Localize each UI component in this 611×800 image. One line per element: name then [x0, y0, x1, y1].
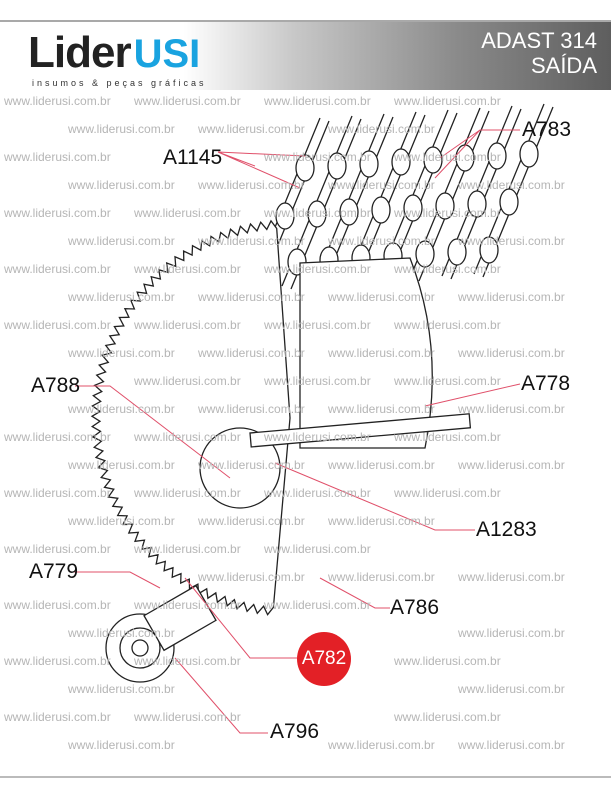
leader-lines — [72, 129, 521, 734]
section-name: SAÍDA — [530, 53, 597, 78]
roller-wheel — [403, 194, 423, 222]
logo-tagline: insumos & peças gráficas — [32, 78, 207, 88]
roller-wheel — [467, 190, 487, 218]
roller-wheel — [295, 154, 315, 182]
shaft — [249, 413, 472, 448]
roller-wheel — [499, 188, 519, 216]
header-banner: LiderUSI insumos & peças gráficas ADAST … — [0, 20, 611, 90]
logo-main: Lider — [28, 28, 132, 77]
delivery-rollers — [249, 103, 554, 292]
part-label-a782: A782 — [301, 648, 347, 669]
highlighted-part-badge[interactable]: A782 — [297, 632, 351, 686]
roller-wheel — [339, 198, 359, 226]
main-gear — [90, 219, 291, 616]
part-label-a1283: A1283 — [476, 518, 537, 541]
part-label-a788: A788 — [31, 374, 81, 397]
roller-wheel — [391, 148, 411, 176]
part-label-a786: A786 — [390, 596, 440, 619]
roller-wheel — [415, 240, 435, 268]
part-label-a779: A779 — [29, 560, 79, 583]
roller-wheel — [307, 200, 327, 228]
roller-wheel — [479, 236, 499, 264]
roller-wheel — [327, 152, 347, 180]
page-title: ADAST 314 SAÍDA — [481, 28, 597, 78]
bearing-assembly — [105, 584, 217, 683]
machine-model: ADAST 314 — [481, 28, 597, 53]
roller-wheel — [487, 142, 507, 170]
roller-wheel — [447, 238, 467, 266]
roller-wheel — [359, 150, 379, 178]
logo-accent: USI — [133, 32, 201, 76]
part-label-a1145: A1145 — [163, 146, 223, 169]
roller-wheel — [371, 196, 391, 224]
roller-wheel — [519, 140, 539, 168]
roller-wheel — [455, 144, 475, 172]
exploded-parts-diagram — [72, 103, 554, 734]
roller-wheel — [275, 202, 295, 230]
hub — [199, 427, 281, 509]
part-label-a796: A796 — [270, 720, 320, 743]
fan-plate — [299, 257, 433, 449]
roller-wheel — [423, 146, 443, 174]
roller-wheel — [435, 192, 455, 220]
part-label-a783: A783 — [522, 118, 572, 141]
liderusi-logo: LiderUSI insumos & peças gráficas — [28, 28, 204, 88]
footer-divider — [0, 776, 611, 778]
part-label-a778: A778 — [521, 372, 571, 395]
